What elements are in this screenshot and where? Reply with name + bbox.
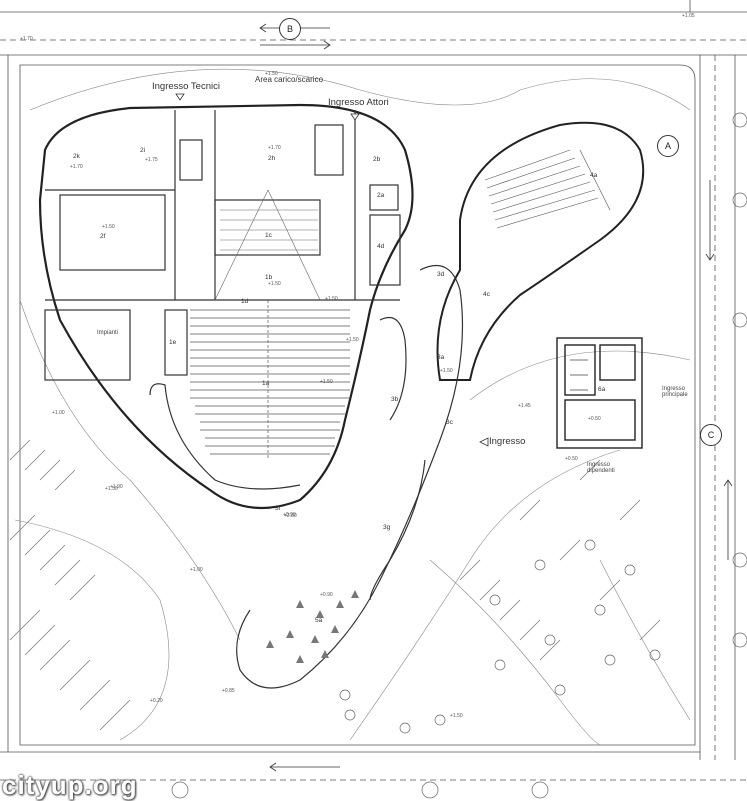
room-3c: 3c	[446, 419, 453, 426]
elevation-mark: +1.50	[320, 379, 333, 385]
room-1d: 1d	[241, 298, 249, 305]
elevation-mark: +1.50	[325, 296, 338, 302]
room-5a: 5a	[315, 617, 323, 624]
room-3b: 3b	[391, 396, 399, 403]
room-3a: 3a	[437, 354, 445, 361]
room-2a: 2a	[377, 192, 385, 199]
room-4a: 4a	[590, 172, 598, 179]
elevation-mark: +1.00	[52, 410, 65, 416]
elevation-mark: +1.45	[518, 403, 531, 409]
room-2h: 2h	[268, 155, 276, 162]
elevation-mark: +0.85	[222, 688, 235, 694]
room-2f: 2f	[100, 233, 106, 240]
elevation-mark: +0.90	[320, 592, 333, 598]
label-ingresso-dipendenti: Ingresso dipendenti	[587, 462, 615, 474]
label-ingresso-principale: Ingresso principale	[662, 386, 688, 398]
room-3d: 3d	[437, 271, 445, 278]
elevation-mark: +0.50	[588, 416, 601, 422]
elevation-mark: +0.50	[565, 456, 578, 462]
elevation-mark: +1.75	[145, 157, 158, 163]
room-3g: 3g	[383, 524, 391, 531]
room-6a: 6a	[598, 386, 606, 393]
room-2b: 2b	[373, 156, 381, 163]
elevation-mark: +1.50	[102, 224, 115, 230]
elevation-mark: +1.70	[20, 36, 33, 42]
room-1c: 1c	[265, 232, 272, 239]
elevation-mark: +1.50	[265, 71, 278, 77]
label-ingresso: Ingresso	[489, 436, 526, 447]
label-impianti: Impianti	[97, 330, 119, 336]
elevation-mark: +1.50	[268, 281, 281, 287]
label-ingresso-attori: Ingresso Attori	[328, 97, 389, 108]
elevation-mark: +0.20	[150, 698, 163, 704]
room-1a: 1a	[262, 380, 270, 387]
elevation-mark: +1.05	[682, 13, 695, 19]
elevation-mark: +1.50	[346, 337, 359, 343]
room-2i: 2i	[140, 147, 146, 154]
room-1b: 1b	[265, 274, 273, 281]
elevation-mark: +2.80	[284, 513, 297, 519]
elevation-mark: +1.90	[110, 484, 123, 490]
elevation-mark: +1.70	[70, 164, 83, 170]
section-marker-a: A	[657, 135, 679, 157]
elevation-mark: +1.50	[440, 368, 453, 374]
room-2k: 2k	[73, 153, 80, 160]
label-ingresso-tecnici: Ingresso Tecnici	[152, 81, 220, 92]
elevation-mark: +1.70	[268, 145, 281, 151]
room-1e: 1e	[169, 339, 177, 346]
elevation-mark: +1.00	[190, 567, 203, 573]
watermark-logo: cityup.org	[2, 770, 138, 800]
elevation-mark: +1.50	[450, 713, 463, 719]
room-4c: 4c	[483, 291, 490, 298]
label-area-carico: Area carico/scarico	[255, 75, 324, 84]
elevation-mark: +0.90	[283, 512, 296, 518]
elevation-mark: +1.50	[105, 486, 118, 492]
section-marker-c: C	[700, 424, 722, 446]
room-4d: 4d	[377, 243, 385, 250]
section-marker-b: B	[279, 18, 301, 40]
room-3f: 3f	[275, 505, 281, 512]
